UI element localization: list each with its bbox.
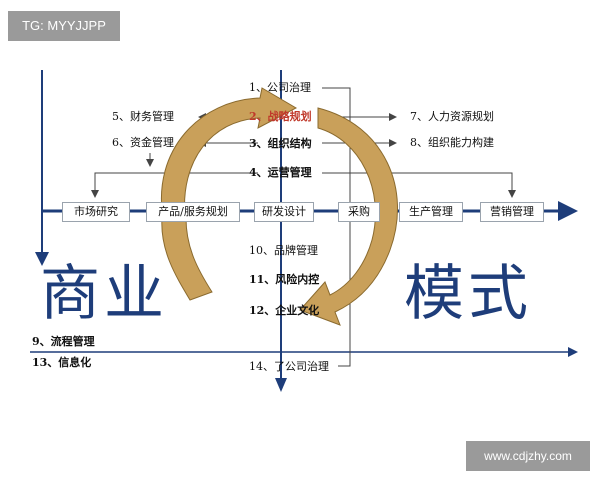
center-item-14: 14、了公司治理 — [249, 360, 329, 373]
value-chain-production: 生产管理 — [399, 202, 463, 222]
value-chain-product-planning: 产品/服务规划 — [146, 202, 240, 222]
value-chain-procurement: 采购 — [338, 202, 380, 222]
left-item-6: 6、资金管理 — [112, 136, 174, 149]
operations-bracket — [91, 172, 258, 198]
value-chain-marketing: 营销管理 — [480, 202, 544, 222]
right-item-7: 7、人力资源规划 — [410, 110, 494, 123]
cycle-arrow-upper — [161, 87, 298, 219]
center-item-11: 11、风险内控 — [249, 273, 320, 286]
big-text-left: 商业 — [40, 259, 168, 329]
center-item-2: 2、战略规划 — [249, 110, 312, 123]
value-chain-rnd-design: 研发设计 — [254, 202, 314, 222]
watermark-bottom-right: www.cdjzhy.com — [466, 441, 590, 471]
center-item-10: 10、品牌管理 — [249, 244, 318, 257]
center-axis-arrowhead — [275, 378, 287, 392]
cycle-arrow-right — [299, 107, 398, 326]
right-item-8: 8、组织能力构建 — [410, 136, 494, 149]
center-item-1: 1、公司治理 — [249, 81, 311, 94]
center-item-3: 3、组织结构 — [249, 137, 312, 150]
bottom-line-arrowhead — [568, 347, 578, 357]
cycle-arrow-lower-left — [161, 217, 213, 301]
value-chain-market-research: 市场研究 — [62, 202, 130, 222]
left-item-5: 5、财务管理 — [112, 110, 174, 123]
bottom-item-13: 13、信息化 — [32, 356, 92, 369]
center-item-4: 4、运营管理 — [249, 166, 312, 179]
left-axis-arrowhead — [35, 252, 49, 266]
governance-bracket — [322, 87, 351, 367]
main-axis-arrowhead — [558, 201, 578, 221]
center-item-12: 12、企业文化 — [249, 304, 320, 317]
big-text-right: 模式 — [404, 259, 532, 329]
watermark-top-left: TG: MYYJJPP — [8, 11, 120, 41]
bottom-item-9: 9、流程管理 — [32, 335, 95, 348]
